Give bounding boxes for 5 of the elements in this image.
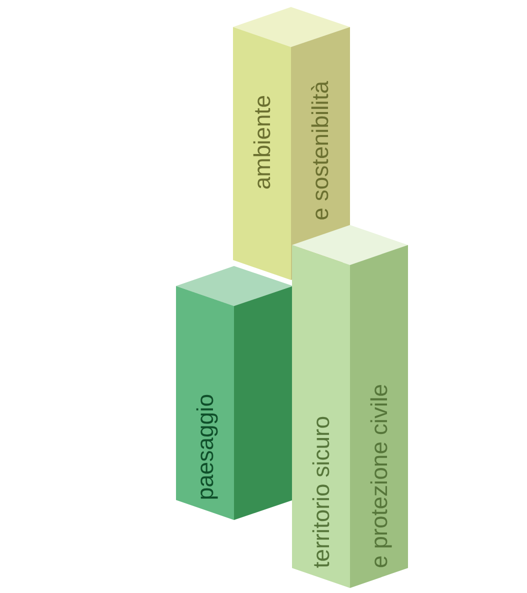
column-label: ambiente xyxy=(248,95,276,190)
column-label: paesaggio xyxy=(191,394,219,500)
column-label: e protezione civile xyxy=(365,384,393,568)
column-label: e sostenibilità xyxy=(306,80,334,220)
column-label: territorio sicuro xyxy=(307,416,335,568)
